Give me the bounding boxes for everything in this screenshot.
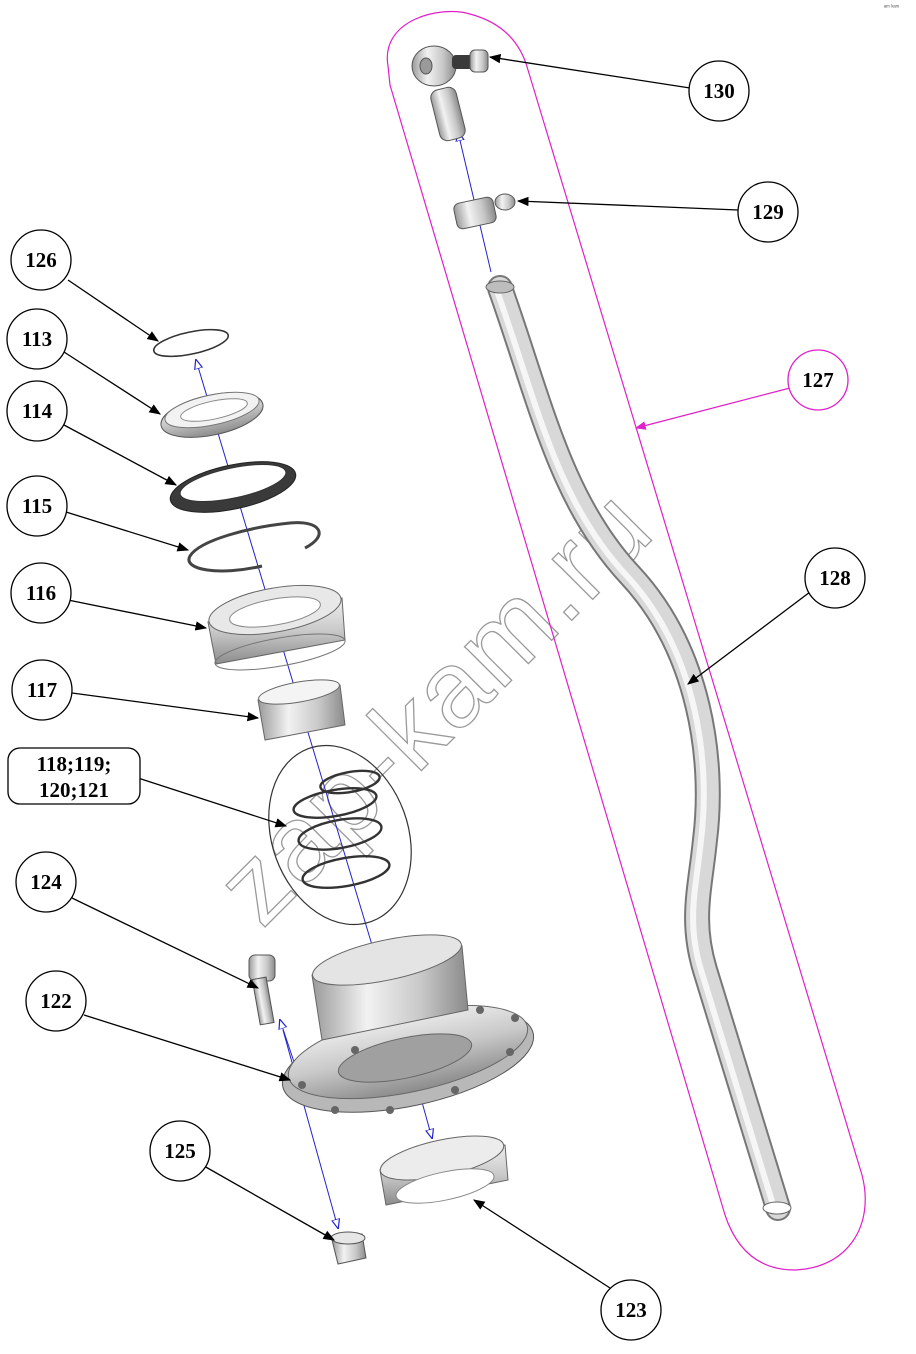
- part-113-washer: [160, 391, 264, 438]
- callout-116: 116: [10, 562, 72, 624]
- svg-text:117: 117: [27, 678, 57, 702]
- svg-text:120;121: 120;121: [39, 778, 109, 802]
- callout-125: 125: [149, 1120, 211, 1182]
- svg-text:113: 113: [22, 327, 52, 351]
- part-115-snap-ring: [187, 521, 321, 573]
- callout-118-121: 118;119; 120;121: [7, 747, 141, 805]
- svg-text:122: 122: [40, 989, 72, 1013]
- leader-127: [634, 387, 791, 430]
- part-126-ring: [152, 328, 230, 358]
- part-123-bearing: [379, 1135, 509, 1206]
- callout-124: 124: [15, 851, 77, 913]
- callout-114: 114: [6, 380, 68, 442]
- assembly-group-outline: [386, 10, 866, 1271]
- callout-122: 122: [25, 970, 87, 1032]
- part-118-121-rings: [268, 744, 412, 926]
- part-130-ball-joint: [411, 45, 489, 142]
- leader-124: [71, 897, 260, 989]
- svg-text:125: 125: [164, 1139, 196, 1163]
- part-117-sleeve: [257, 679, 346, 741]
- callout-117: 117: [11, 659, 73, 721]
- leader-113: [63, 351, 161, 415]
- part-116-bearing: [207, 584, 346, 671]
- callout-115: 115: [6, 475, 68, 537]
- svg-text:127: 127: [802, 368, 834, 392]
- part-114-seal: [169, 461, 297, 513]
- callout-128: 128: [804, 547, 866, 609]
- leader-114: [63, 424, 178, 486]
- corner-mark: ᵃᵐ ᵏᵃᵐ: [884, 4, 900, 11]
- svg-text:124: 124: [30, 870, 62, 894]
- leader-128: [687, 591, 811, 685]
- callout-123: 123: [600, 1279, 662, 1341]
- callout-127: 127: [787, 349, 849, 411]
- svg-text:129: 129: [752, 200, 784, 224]
- leader-117: [71, 692, 260, 722]
- svg-text:123: 123: [615, 1298, 647, 1322]
- svg-text:115: 115: [22, 494, 52, 518]
- callout-129: 129: [737, 181, 799, 243]
- svg-text:118;119;: 118;119;: [37, 752, 112, 776]
- part-129-clamp: [453, 193, 516, 230]
- leader-115: [65, 511, 190, 552]
- callout-113: 113: [6, 308, 68, 370]
- part-124-bolt: [248, 954, 276, 1026]
- leader-126: [67, 279, 159, 342]
- leader-129: [516, 196, 739, 211]
- svg-text:114: 114: [22, 399, 53, 423]
- leader-118: [137, 777, 288, 828]
- callout-126: 126: [10, 229, 72, 291]
- leader-116: [67, 599, 208, 631]
- svg-text:116: 116: [26, 581, 56, 605]
- svg-text:130: 130: [703, 79, 735, 103]
- part-122-hub: [281, 934, 535, 1114]
- leader-122: [83, 1014, 292, 1082]
- leader-130: [488, 53, 691, 89]
- leader-123: [473, 1199, 611, 1289]
- callout-130: 130: [688, 60, 750, 122]
- leader-125: [203, 1165, 336, 1241]
- part-125-nut: [330, 1231, 367, 1265]
- part-128-tube: [485, 275, 792, 1221]
- svg-text:126: 126: [25, 248, 57, 272]
- svg-text:128: 128: [819, 566, 851, 590]
